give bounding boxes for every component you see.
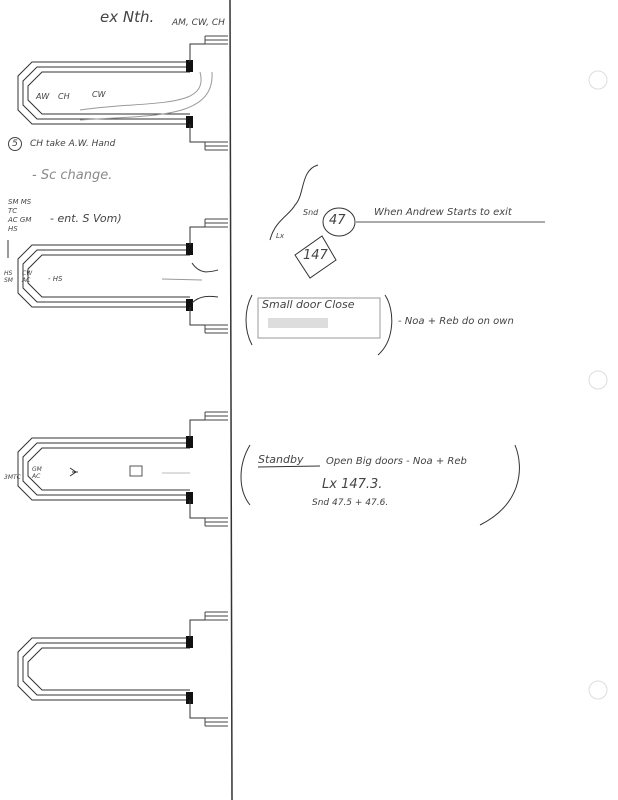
cast-list-note: - ent. S Vom) [50, 212, 122, 225]
lighting-cue-number: 147 [303, 248, 328, 263]
scene-heading: ex Nth. [100, 8, 155, 26]
cast-item: TC [8, 207, 18, 215]
standby-text: Open Big doors - Noa + Reb [326, 456, 467, 467]
stage-wall [17, 244, 190, 308]
snd-label: Snd [303, 208, 319, 217]
cast-top: AM, CW, CH [172, 18, 225, 28]
door-post [186, 60, 193, 72]
door-post [186, 636, 193, 648]
scene-change-note: - Sc change. [32, 168, 113, 183]
erased-text [268, 318, 328, 328]
cast-item: GM [19, 216, 32, 224]
sound-cue-number: 47 [329, 213, 346, 228]
door-post [186, 243, 193, 255]
sound-cue-circle [322, 207, 356, 237]
standby-label: Standby [258, 453, 304, 466]
stage-wall [22, 642, 190, 696]
actor-cw: CW [92, 90, 106, 99]
bracket-left [240, 444, 251, 506]
bracket-right [377, 294, 393, 356]
cast-list: SM MS TC AC GM HS [8, 198, 48, 234]
stage-wall [22, 249, 190, 303]
door-post [186, 492, 193, 504]
stage-wall [27, 254, 190, 298]
prop-box [129, 465, 143, 477]
binder-hole [588, 370, 608, 390]
bracket-left [245, 294, 253, 346]
cast-item: CW [22, 270, 33, 277]
lx-label: Lx [276, 232, 285, 240]
wing-wall [189, 419, 205, 519]
note-number: 5 [8, 137, 22, 151]
stage-wall [17, 61, 190, 125]
stage-wall [22, 442, 190, 496]
cast-item: GM [32, 466, 42, 473]
door-post [186, 436, 193, 448]
blocking-note: CH take A.W. Hand [30, 139, 116, 149]
stage-wall [27, 647, 190, 691]
bracket-right [479, 444, 520, 526]
actor-ch: CH [58, 92, 70, 101]
cast-item: AC [8, 216, 18, 224]
binder-hole [588, 680, 608, 700]
plan3-label: 3MTC [4, 474, 21, 481]
cast-item: AC [22, 277, 31, 284]
stage-wall [22, 66, 190, 120]
plan2-hs: - HS [48, 275, 63, 283]
stage-wall [17, 637, 190, 701]
movement-arrow [79, 71, 213, 121]
door-post [186, 116, 193, 128]
wing-wall [189, 226, 205, 326]
standby-snd: Snd 47.5 + 47.6. [312, 498, 389, 508]
standby-underline [257, 465, 321, 468]
stage-wall [27, 71, 190, 115]
cast-item: SM [8, 198, 19, 206]
small-door-cue: Small door Close [262, 298, 355, 311]
small-door-box [257, 297, 381, 339]
cast-item: MS [20, 198, 32, 206]
lighting-cue-diamond [294, 235, 337, 279]
actor-aw: AW [36, 92, 50, 101]
wing-wall [189, 619, 205, 719]
direction-arrow [161, 278, 203, 281]
cue-bracket [269, 164, 319, 241]
binder-hole [588, 70, 608, 90]
door-post [186, 692, 193, 704]
cast-item: HS [4, 270, 13, 277]
movement-arrow [79, 71, 202, 111]
page-divider-line [229, 0, 233, 800]
actor-mark [69, 467, 78, 477]
stage-wall [27, 447, 190, 491]
cast-item: HS [8, 225, 18, 233]
door-post [186, 299, 193, 311]
wing-wall [189, 43, 205, 143]
stage-wall [17, 437, 190, 501]
cast-item: SM [4, 277, 13, 284]
door-swing-arrow [191, 262, 219, 273]
door-swing-arrow [191, 295, 219, 304]
cast-item: AC [32, 473, 41, 480]
cue-note: When Andrew Starts to exit [374, 207, 512, 218]
small-door-note: - Noa + Reb do on own [398, 316, 514, 327]
standby-lx: Lx 147.3. [322, 477, 383, 492]
